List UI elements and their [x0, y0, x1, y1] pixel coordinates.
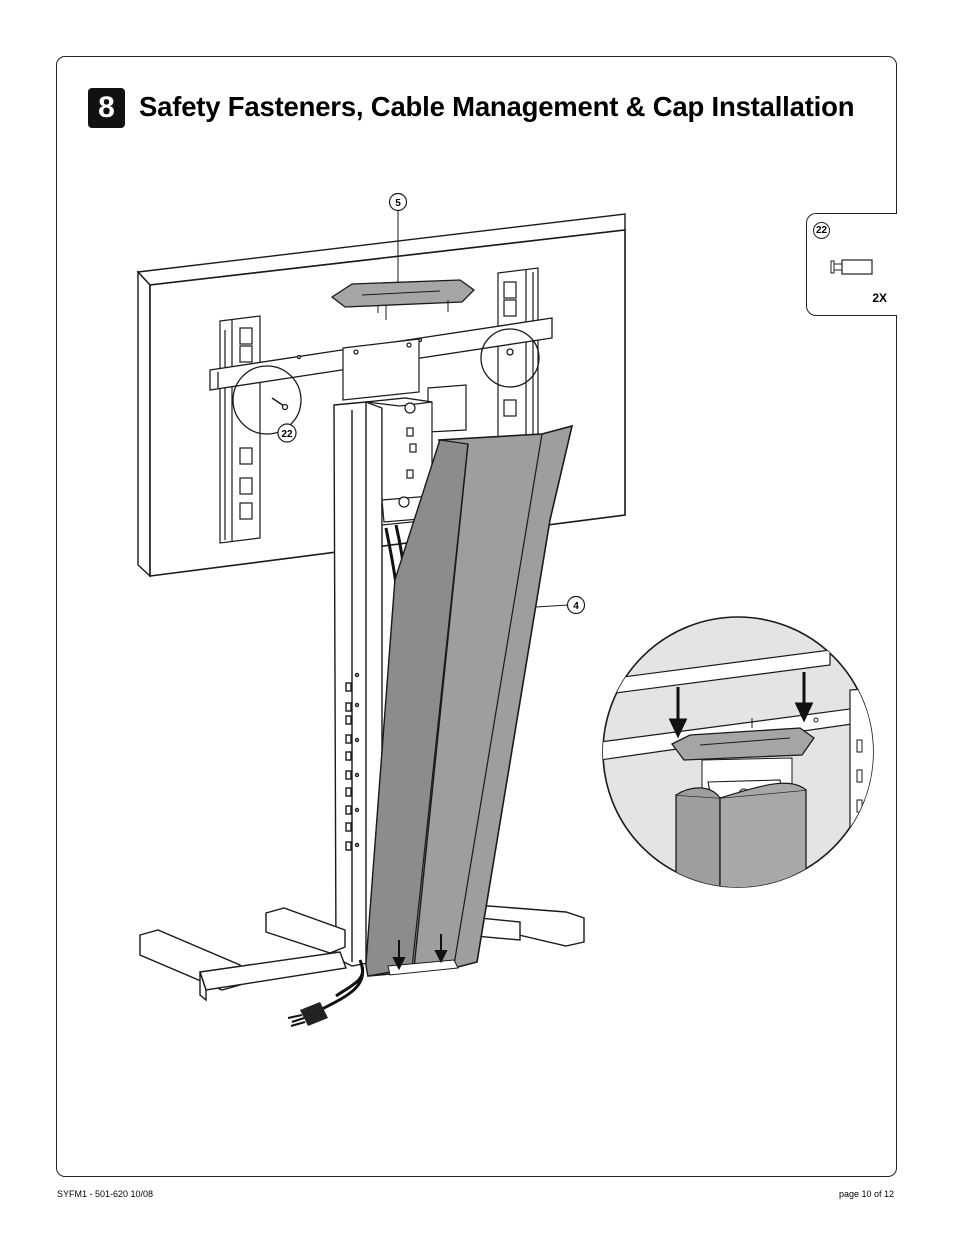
- document-id: SYFM1 - 501-620 10/08: [57, 1189, 154, 1199]
- callout-4-label: 4: [573, 601, 579, 612]
- top-cap: [330, 279, 476, 320]
- step-number: 8: [98, 91, 115, 124]
- mounting-bracket-right: [497, 267, 539, 442]
- callout-22: 22: [277, 423, 297, 443]
- part-number-badge: 22: [813, 222, 830, 239]
- callout-22-label: 22: [281, 429, 293, 440]
- step-title: Safety Fasteners, Cable Management & Cap…: [139, 91, 855, 122]
- part-number: 22: [815, 225, 828, 236]
- page-number: page 10 of 12: [838, 1189, 894, 1199]
- cap-detail-inset: [602, 616, 874, 888]
- arrow-down-icon: [668, 672, 814, 739]
- cable-cover: [365, 424, 574, 977]
- callout-5: 5: [388, 192, 408, 282]
- fastener-highlight-right: [480, 328, 540, 388]
- callout-4: 4: [535, 595, 586, 615]
- part-quantity: 2X: [872, 291, 887, 305]
- step-number-badge: 8: [88, 88, 125, 128]
- mounting-bracket-left: [219, 315, 261, 544]
- power-plug: [287, 1002, 328, 1027]
- arrow-down-icon: [392, 934, 448, 971]
- parts-list-box: 22 2X: [806, 213, 897, 316]
- page-frame: [56, 56, 897, 1177]
- fastener-highlight-left: [232, 365, 302, 435]
- screw-icon: [830, 259, 873, 275]
- callout-5-label: 5: [395, 198, 401, 209]
- mounting-plate: [342, 338, 467, 433]
